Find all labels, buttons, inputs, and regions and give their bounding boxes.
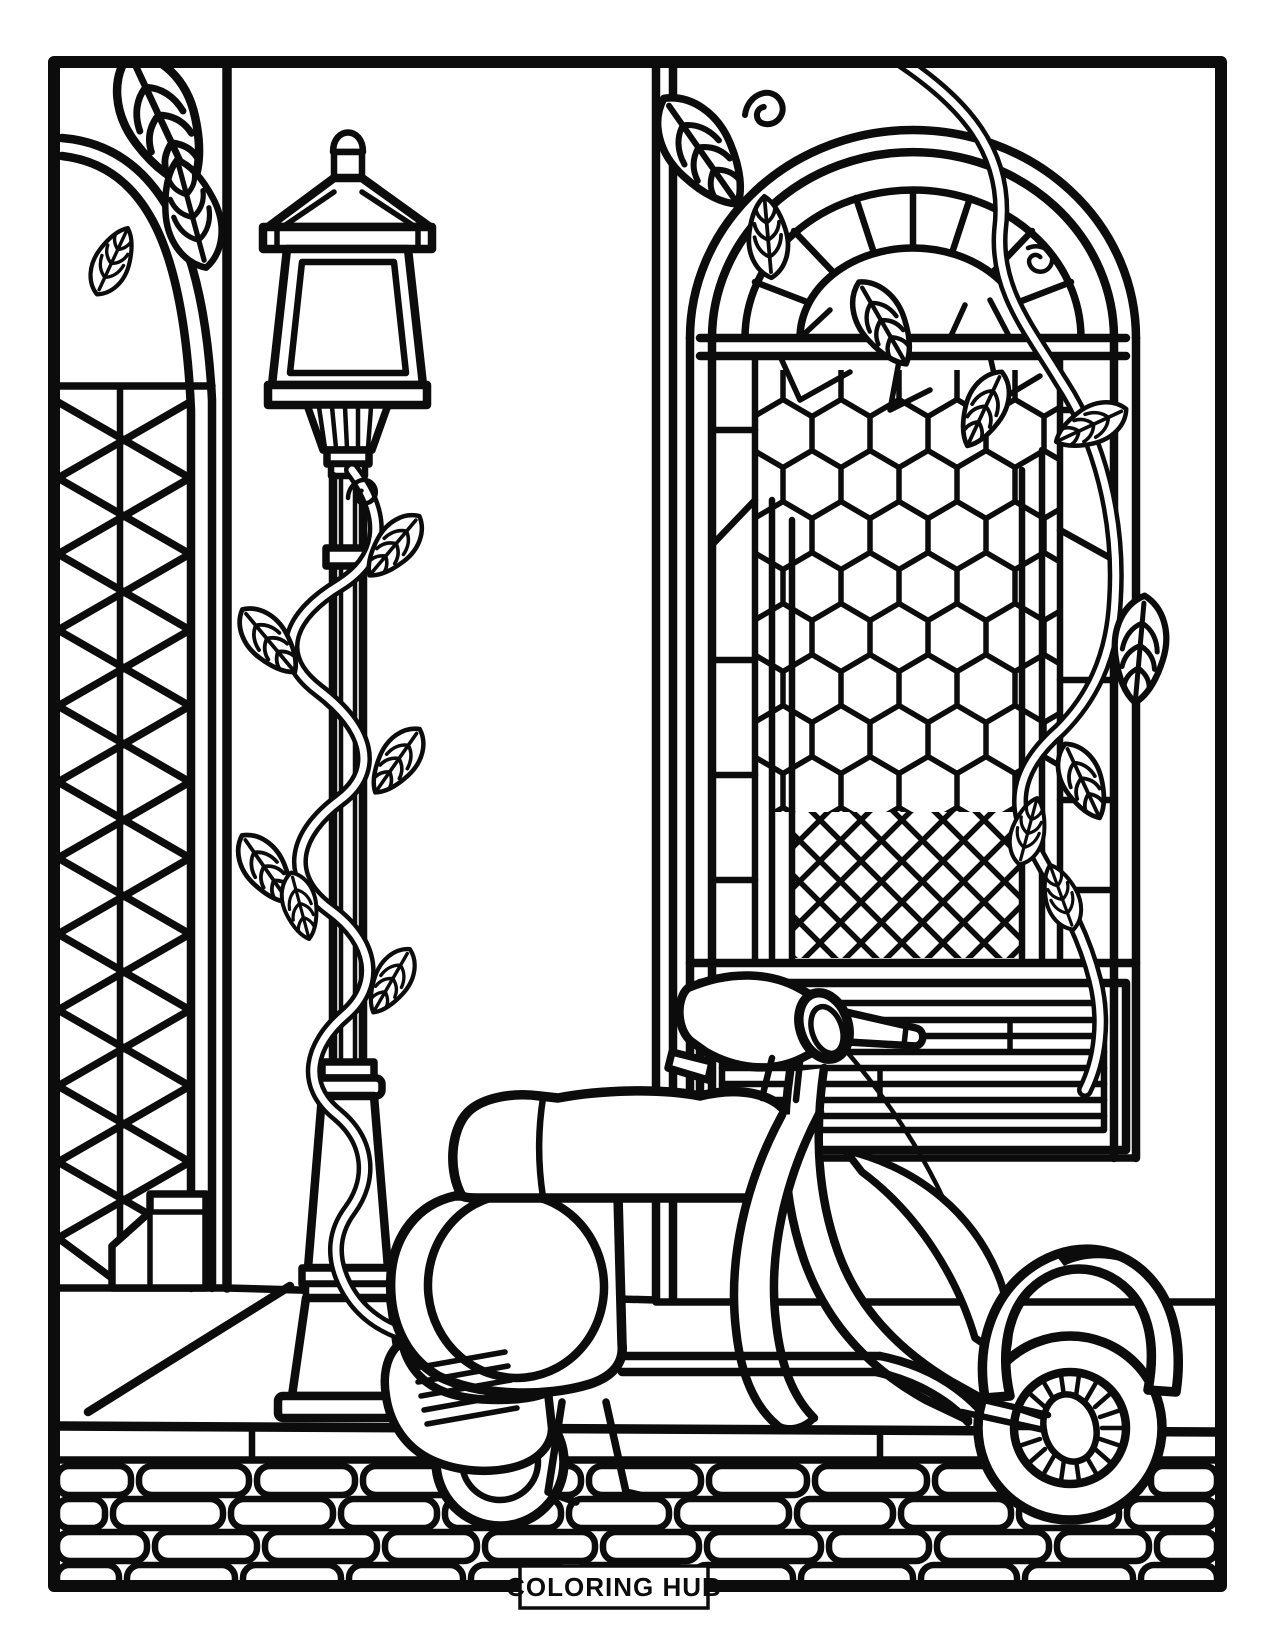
curb-joints: [248, 1424, 884, 1464]
sidewalk-corner-diagonal: [83, 1281, 295, 1417]
leg-shield: [729, 1107, 825, 1433]
fanlight-radial-panes: [751, 186, 1075, 341]
headlight: [794, 988, 854, 1064]
lattice-wall-pattern: [60, 382, 194, 1288]
glass-diamond-lattice: [790, 812, 1025, 958]
engine-cover: [380, 1337, 557, 1476]
left-grip: [664, 1048, 716, 1084]
lantern-body: [263, 244, 432, 410]
brake-cable: [839, 1043, 947, 1203]
seat: [448, 1086, 804, 1203]
stained-glass-panel: [708, 352, 1118, 967]
lantern-roof: [258, 173, 437, 254]
engine-vent-slats: [412, 1349, 520, 1427]
lantern-finial: [329, 129, 367, 182]
lantern-glass-pane: [286, 258, 410, 377]
handlebar: [664, 971, 927, 1104]
front-wheel: [958, 1331, 1167, 1525]
street-lamp: [226, 129, 506, 1423]
brand-label: COLORING HUB: [506, 1564, 722, 1610]
wall-step-block: [108, 1190, 210, 1292]
front-fender: [977, 1244, 1183, 1403]
right-building: [651, 68, 1141, 1305]
handlebar-stem: [758, 1054, 804, 1104]
vintage-scooter: [380, 971, 1183, 1531]
fender-highlight-crescent: [1058, 1249, 1152, 1276]
seat-seam: [536, 1094, 547, 1201]
arched-window: [685, 125, 1141, 1163]
brand-label-text: COLORING HUB: [506, 1572, 722, 1602]
street-ground: [60, 1281, 1216, 1584]
wheel-hub: [1040, 1391, 1100, 1465]
kickstand: [544, 1398, 656, 1506]
headlight-lens: [808, 1003, 846, 1057]
glass-mosaic-pattern: [755, 370, 1060, 812]
floorboard: [617, 1351, 987, 1427]
window-side-casings: [685, 333, 1141, 1163]
brand-label-box: [518, 1564, 710, 1610]
lamp-neck: [303, 401, 392, 480]
rear-cowl: [385, 1189, 627, 1398]
glass-side-panes: [768, 446, 1046, 962]
